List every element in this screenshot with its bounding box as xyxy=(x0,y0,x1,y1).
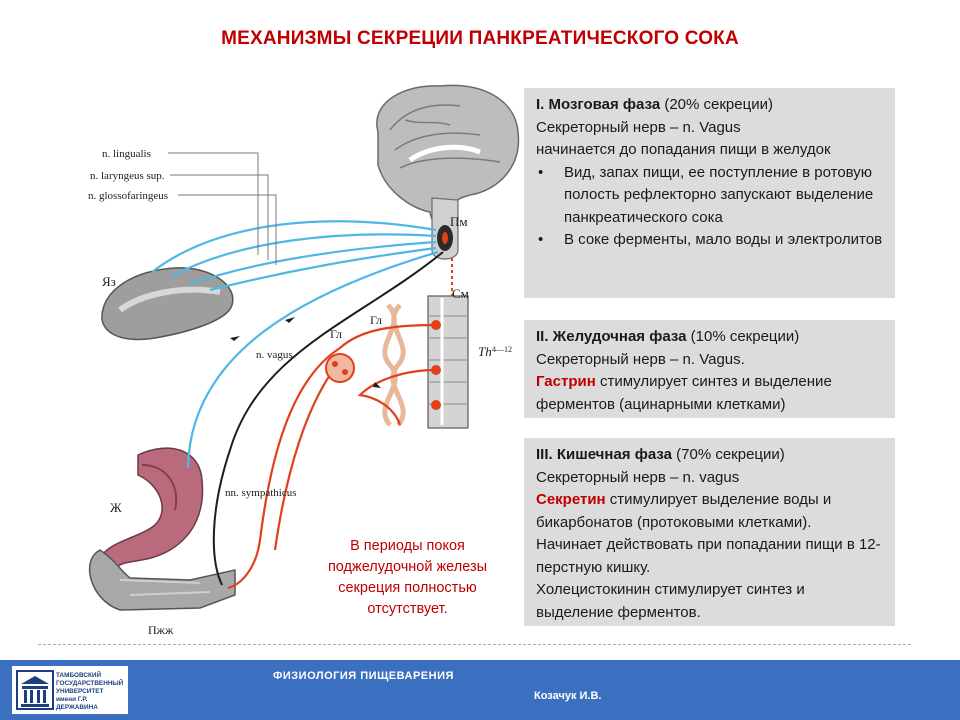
label-stomach: Ж xyxy=(110,500,122,515)
phase3-hormone: Секретин xyxy=(536,491,606,508)
phase1-start: начинается до попадания пищи в желудок xyxy=(536,141,831,158)
university-logo: ТАМБОВСКИЙ ГОСУДАРСТВЕННЫЙ УНИВЕРСИТЕТ и… xyxy=(12,666,128,714)
phase1-title: I. Мозговая фаза xyxy=(536,96,661,113)
phase2-hormone: Гастрин xyxy=(536,373,596,390)
divider xyxy=(38,644,911,645)
label-gl-1: Гл xyxy=(330,327,342,341)
tongue-illustration xyxy=(101,267,234,341)
phase1-bullet-2: В соке ферменты, мало воды и электролито… xyxy=(538,229,885,252)
phase3-nerve: Секреторный нерв – n. vagus xyxy=(536,468,740,486)
label-lingualis: n. lingualis xyxy=(102,148,151,160)
phase3-title: III. Кишечная фаза xyxy=(536,446,672,463)
pancreatic-secretion-diagram: n. lingualis n. laryngeus sup. n. glosso… xyxy=(88,84,520,637)
label-pancreas: Пжж xyxy=(148,623,174,637)
phase1-nerve: Секреторный нерв – n. Vagus xyxy=(536,118,741,136)
label-pm: Пм xyxy=(450,214,468,229)
label-sympathicus: nn. sympathicus xyxy=(225,487,297,499)
label-tongue: Яз xyxy=(102,274,116,289)
label-sm: См xyxy=(452,286,469,301)
footer-subject: ФИЗИОЛОГИЯ ПИЩЕВАРЕНИЯ xyxy=(273,670,454,682)
university-building-icon xyxy=(16,670,54,710)
phase2-nerve: Секреторный нерв – n. Vagus. xyxy=(536,350,745,368)
logo-line-2: ГОСУДАРСТВЕННЫЙ xyxy=(56,680,124,687)
footer-author: Козачук И.В. xyxy=(534,690,602,702)
phase3-box: III. Кишечная фаза (70% секреции) Секрет… xyxy=(524,438,895,626)
phase1-bullet-1: Вид, запах пищи, ее поступление в ротову… xyxy=(538,162,885,230)
brain-illustration xyxy=(376,84,520,260)
footer-bar: ТАМБОВСКИЙ ГОСУДАРСТВЕННЫЙ УНИВЕРСИТЕТ и… xyxy=(0,660,960,720)
phase2-box: II. Желудочная фаза (10% секреции) Секре… xyxy=(524,320,895,418)
rest-period-note: В периоды покоя поджелудочной железы сек… xyxy=(327,538,488,617)
logo-line-3: УНИВЕРСИТЕТ xyxy=(56,688,104,695)
logo-line-1: ТАМБОВСКИЙ xyxy=(56,672,102,679)
phase1-percent: (20% секреции) xyxy=(660,96,773,113)
label-gl-2: Гл xyxy=(370,313,382,327)
phase1-box: I. Мозговая фаза (20% секреции) Секретор… xyxy=(524,88,895,298)
spinal-cord xyxy=(427,295,469,429)
label-laryngeus: n. laryngeus sup. xyxy=(90,170,165,182)
slide-title: МЕХАНИЗМЫ СЕКРЕЦИИ ПАНКРЕАТИЧЕСКОГО СОКА xyxy=(221,28,739,49)
phase3-hormone-text: стимулирует выделение воды и бикарбонато… xyxy=(536,491,832,531)
label-th-range: 4—12 xyxy=(492,345,512,354)
phase2-title: II. Желудочная фаза xyxy=(536,328,687,345)
stomach-illustration xyxy=(99,447,204,572)
label-vagus: n. vagus xyxy=(256,349,293,361)
phase2-hormone-text: стимулирует синтез и выделение ферментов… xyxy=(536,373,832,413)
phase3-line3: Начинает действовать при попадании пищи … xyxy=(536,536,881,576)
pancreas-illustration xyxy=(89,549,236,611)
ganglion xyxy=(325,353,355,383)
vagus-nerve xyxy=(212,251,444,586)
label-th: Th xyxy=(478,344,492,359)
logo-line-4: имени Г.Р. ДЕРЖАВИНА xyxy=(56,696,98,711)
afferent-nerves xyxy=(151,220,439,469)
phase3-percent: (70% секреции) xyxy=(671,446,785,463)
phase2-percent: (10% секреции) xyxy=(686,328,800,345)
phase3-line4: Холецистокинин стимулирует синтез и выде… xyxy=(536,581,805,621)
label-glossofaringeus: n. glossofaringeus xyxy=(88,190,168,202)
